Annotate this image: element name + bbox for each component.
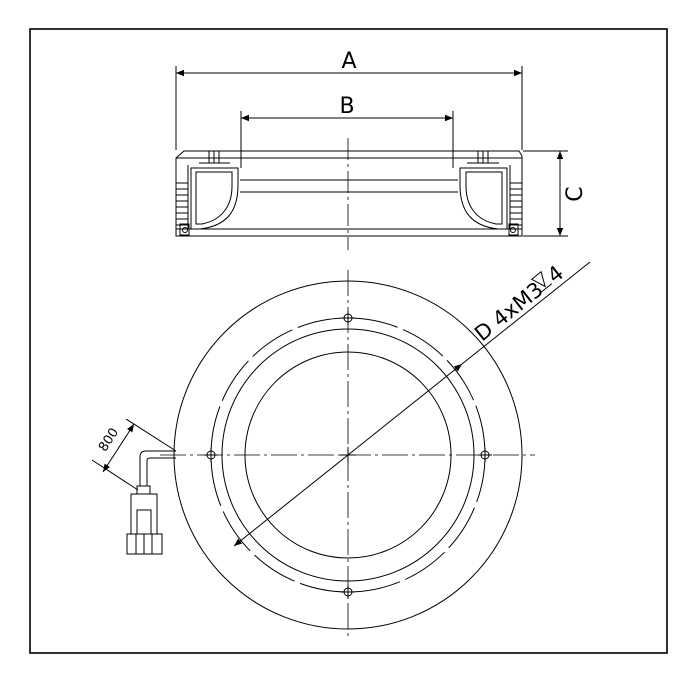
diameter-label: D 4xM3 (470, 277, 548, 346)
dimension-b-label: B (339, 94, 354, 119)
side-view-outline (175, 150, 523, 237)
drawing-frame (29, 28, 668, 654)
dimension-c (523, 150, 568, 237)
dimension-a-label: A (341, 49, 356, 74)
cable-length-dimension (91, 418, 177, 491)
depth-symbol (530, 270, 553, 293)
right-cooling-fins (509, 165, 523, 229)
dimension-c-label: C (563, 186, 588, 201)
diameter-leader (233, 261, 591, 547)
dimension-b (240, 111, 454, 168)
side-section-view (175, 138, 523, 250)
cable-length-label: 800 (96, 426, 122, 455)
depth-label: 4 (543, 261, 568, 288)
dimension-a (175, 66, 523, 150)
left-housing-cavity (190, 167, 239, 230)
cable-assembly (126, 450, 176, 555)
cable (139, 450, 176, 486)
left-cooling-fins (175, 165, 189, 229)
connector (130, 493, 158, 535)
right-housing-cavity (459, 167, 508, 230)
mounting-holes (204, 311, 492, 599)
